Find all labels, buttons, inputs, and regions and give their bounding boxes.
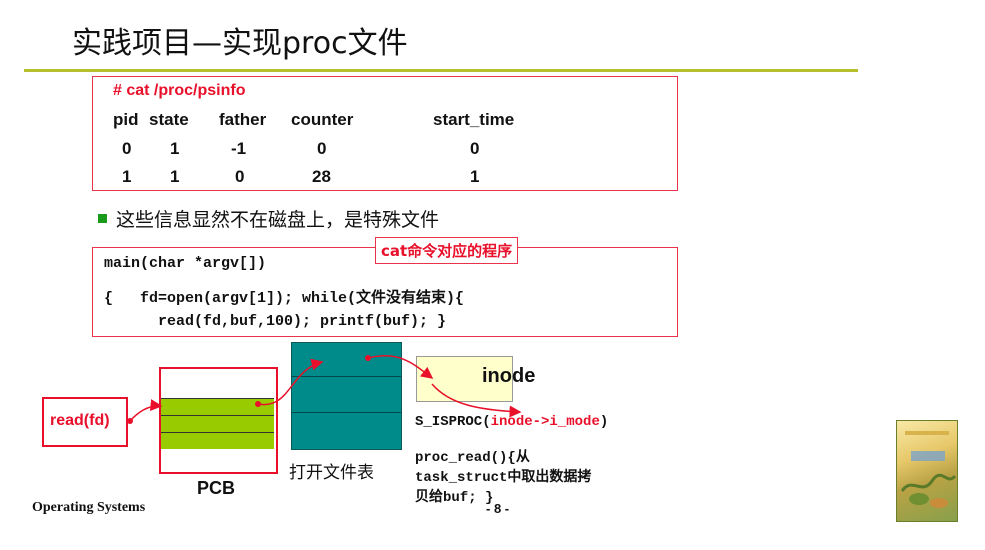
page-number: - 8 - bbox=[486, 501, 509, 516]
operating-system-concepts-book-cover-icon bbox=[896, 420, 958, 522]
open-file-table-to-inode-arrow bbox=[365, 355, 432, 378]
inode-to-isproc-arrow bbox=[432, 384, 520, 412]
footer-course-name: Operating Systems bbox=[32, 500, 145, 516]
pcb-to-open-file-table-arrow bbox=[255, 362, 322, 407]
read-to-pcb-arrow bbox=[127, 406, 161, 424]
